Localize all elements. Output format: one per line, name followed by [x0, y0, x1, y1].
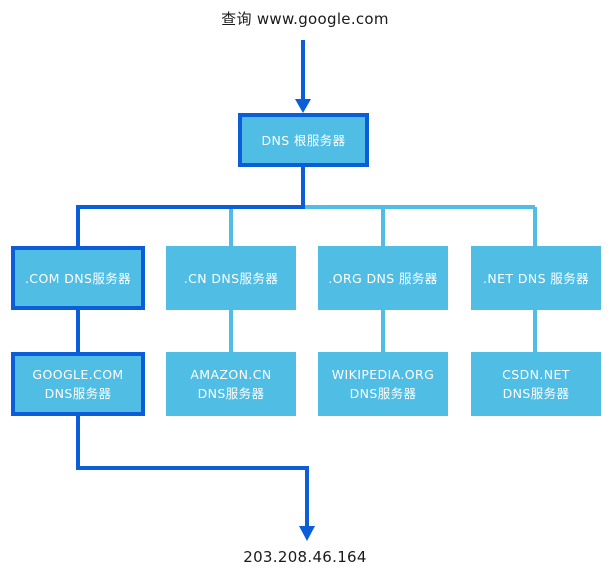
node-label: WIKIPEDIA.ORG DNS服务器 — [331, 367, 435, 401]
query-arrow — [295, 40, 311, 113]
root-to-tld-connectors — [78, 205, 537, 246]
node-label: .CN DNS服务器 — [183, 270, 279, 286]
highlighted-query-path — [76, 167, 305, 354]
node-label: DNS 根服务器 — [261, 132, 346, 148]
node-net-dns-server[interactable]: .NET DNS 服务器 — [471, 246, 601, 310]
node-org-dns-server[interactable]: .ORG DNS 服务器 — [318, 246, 448, 310]
node-label: AMAZON.CN DNS服务器 — [190, 367, 272, 401]
node-label: .COM DNS服务器 — [24, 270, 132, 286]
node-wikipedia-org-dns-server[interactable]: WIKIPEDIA.ORG DNS服务器 — [318, 352, 448, 416]
node-label: CSDN.NET DNS服务器 — [502, 367, 570, 401]
node-label: .ORG DNS 服务器 — [328, 270, 438, 286]
node-amazon-cn-dns-server[interactable]: AMAZON.CN DNS服务器 — [166, 352, 296, 416]
result-ip-caption: 203.208.46.164 — [243, 548, 367, 566]
answer-arrow-path — [76, 414, 315, 541]
node-csdn-net-dns-server[interactable]: CSDN.NET DNS服务器 — [471, 352, 601, 416]
node-com-dns-server[interactable]: .COM DNS服务器 — [11, 246, 145, 310]
query-caption: 查询 www.google.com — [221, 10, 389, 28]
tld-to-domain-connectors — [229, 310, 537, 352]
node-cn-dns-server[interactable]: .CN DNS服务器 — [166, 246, 296, 310]
node-label: GOOGLE.COM DNS服务器 — [32, 367, 124, 401]
node-google-com-dns-server[interactable]: GOOGLE.COM DNS服务器 — [11, 352, 145, 416]
node-label: .NET DNS 服务器 — [482, 270, 589, 286]
node-dns-root-server[interactable]: DNS 根服务器 — [238, 113, 369, 167]
